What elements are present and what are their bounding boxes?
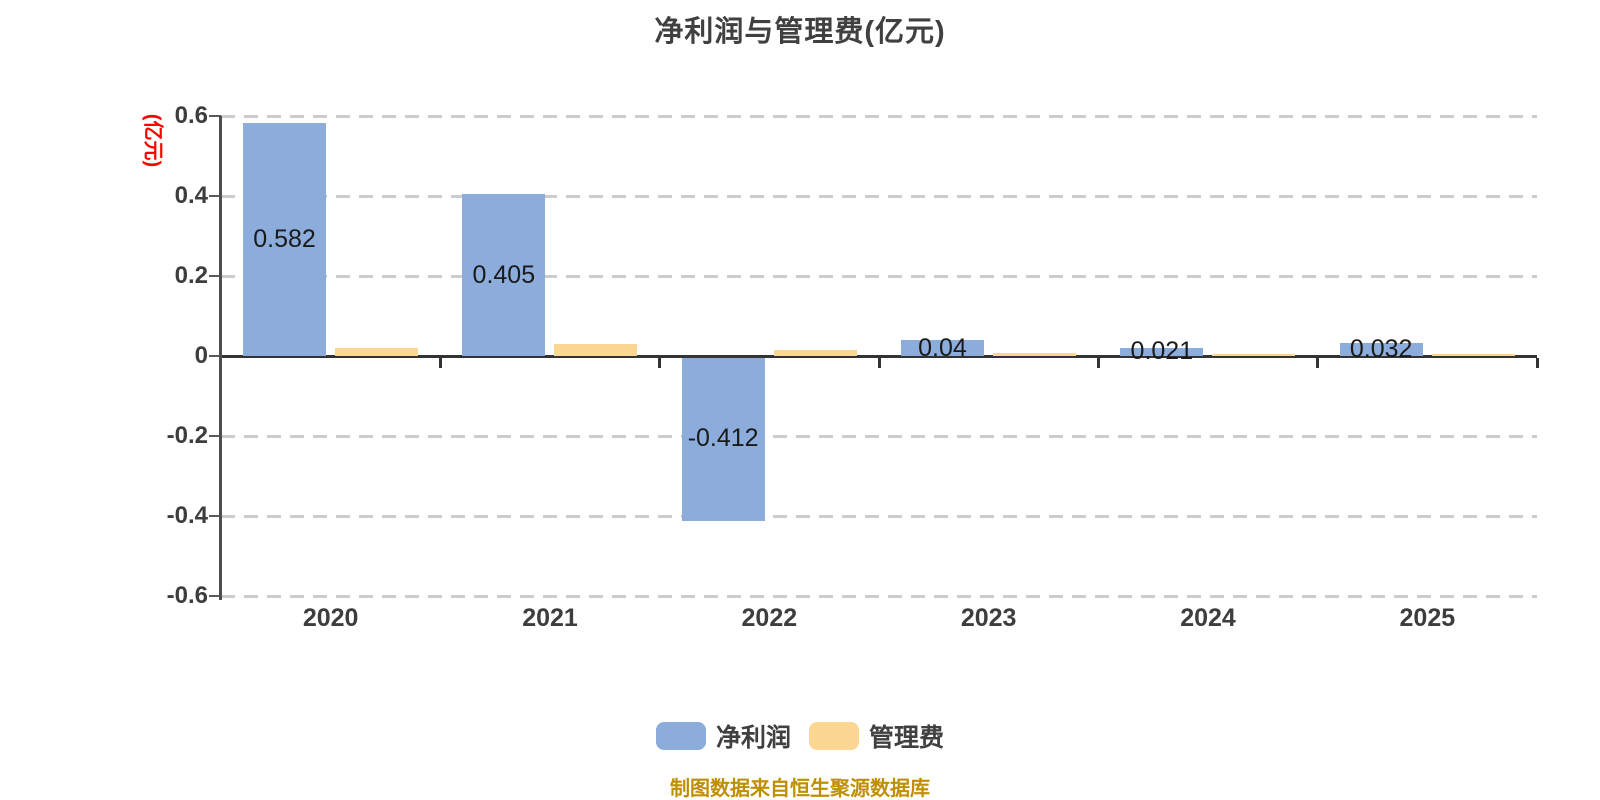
y-tick-label: -0.2: [166, 422, 208, 449]
x-tick-mark: [658, 357, 662, 368]
x-axis-label-2020: 2020: [302, 604, 359, 632]
bar-净利润-2021: [462, 194, 546, 356]
x-tick-mark: [877, 357, 881, 368]
bar-管理费-2024: [1212, 353, 1296, 356]
y-tick-label: 0.2: [174, 262, 208, 289]
y-tick-mark: [209, 435, 221, 437]
bar-管理费-2020: [335, 348, 418, 356]
gridline-y--0.2: [221, 434, 1537, 438]
gridline-y-0.4: [221, 194, 1537, 198]
gridline-y--0.4: [221, 514, 1537, 518]
bar-净利润-2024: [1120, 347, 1204, 356]
gridline-y-0.6: [221, 114, 1537, 118]
legend: 净利润 管理费: [0, 716, 1600, 756]
legend-swatch-净利润: [655, 722, 706, 750]
legend-label-管理费: 管理费: [869, 724, 945, 752]
x-tick-mark: [1096, 357, 1100, 368]
legend-item-管理费: 管理费: [809, 718, 944, 754]
x-axis-label-2021: 2021: [522, 604, 578, 632]
bar-净利润-2022: [681, 357, 765, 521]
x-axis-label-2024: 2024: [1180, 604, 1236, 632]
bar-value-label: 0.405: [472, 260, 536, 289]
bar-value-label: 0.021: [1130, 337, 1194, 366]
y-tick-label: 0: [194, 342, 208, 369]
x-axis-label-2022: 2022: [741, 604, 798, 632]
bar-管理费-2022: [773, 350, 857, 356]
gridline-y--0.6: [221, 594, 1537, 598]
y-tick-label: 0.4: [174, 182, 208, 209]
y-tick-mark: [209, 355, 221, 357]
bar-管理费-2025: [1431, 354, 1515, 356]
gridline-y-0.2: [221, 274, 1537, 278]
bar-value-label: -0.412: [687, 423, 759, 452]
legend-swatch-管理费: [809, 722, 859, 750]
bar-value-label: 0.032: [1349, 335, 1413, 364]
y-axis-line: [219, 116, 222, 600]
bar-净利润-2023: [901, 340, 984, 356]
legend-item-净利润: 净利润: [655, 718, 791, 754]
x-axis-label-2023: 2023: [960, 604, 1017, 632]
y-tick-mark: [209, 275, 221, 277]
y-tick-mark: [209, 195, 221, 197]
bar-管理费-2023: [993, 352, 1076, 356]
bar-净利润-2020: [243, 123, 326, 356]
y-tick-label: -0.4: [166, 502, 208, 529]
x-tick-mark: [1535, 357, 1539, 368]
x-axis-zero-line: [221, 354, 1537, 358]
y-tick-label: 0.6: [174, 102, 208, 129]
bar-value-label: 0.04: [918, 333, 967, 362]
bar-管理费-2021: [554, 344, 638, 356]
y-tick-mark: [209, 115, 221, 117]
y-tick-label: -0.6: [166, 582, 208, 609]
y-tick-mark: [209, 595, 221, 597]
legend-label-净利润: 净利润: [715, 724, 791, 752]
y-tick-mark: [209, 515, 221, 517]
bar-净利润-2025: [1339, 343, 1423, 356]
x-axis-label-2025: 2025: [1399, 604, 1456, 632]
x-tick-mark: [1316, 357, 1320, 368]
data-source-note: 制图数据来自恒生聚源数据库: [670, 778, 930, 800]
chart-title: 净利润与管理费(亿元): [654, 16, 946, 48]
bar-value-label: 0.582: [253, 225, 316, 254]
x-tick-mark: [438, 357, 442, 368]
